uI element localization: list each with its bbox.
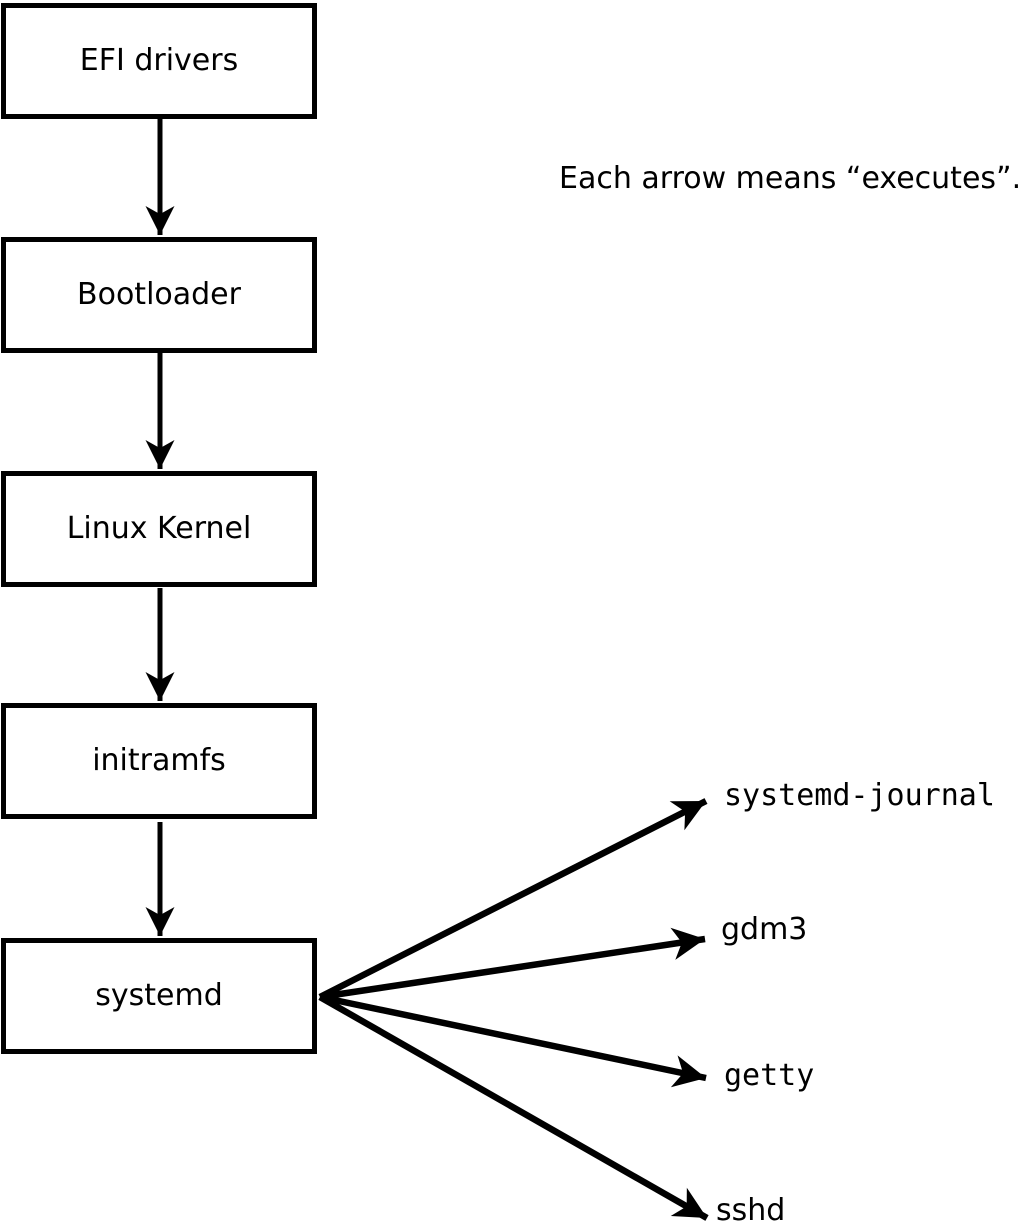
node-bootloader-label: Bootloader: [77, 277, 241, 312]
node-initramfs: initramfs: [1, 703, 317, 819]
node-efi-drivers: EFI drivers: [1, 3, 317, 119]
arrow-systemd-to-getty: [319, 993, 707, 1088]
proc-label-gdm3: gdm3: [721, 912, 808, 947]
node-initramfs-label: initramfs: [92, 743, 226, 778]
node-bootloader: Bootloader: [1, 237, 317, 353]
proc-label-getty: getty: [724, 1058, 815, 1093]
node-linux-kernel-label: Linux Kernel: [66, 511, 252, 546]
node-systemd: systemd: [1, 938, 317, 1054]
node-efi-drivers-label: EFI drivers: [79, 43, 239, 78]
arrow-legend-note: Each arrow means “executes”.: [559, 161, 1022, 196]
proc-label-sshd: sshd: [716, 1193, 786, 1228]
arrow-systemd-to-systemd-journal: [318, 798, 708, 1000]
proc-label-systemd-journal: systemd-journal: [724, 778, 995, 813]
arrow-systemd-to-gdm3: [319, 927, 706, 1001]
arrow-systemd-to-sshd: [318, 994, 709, 1221]
node-systemd-label: systemd: [95, 978, 223, 1013]
node-linux-kernel: Linux Kernel: [1, 471, 317, 587]
